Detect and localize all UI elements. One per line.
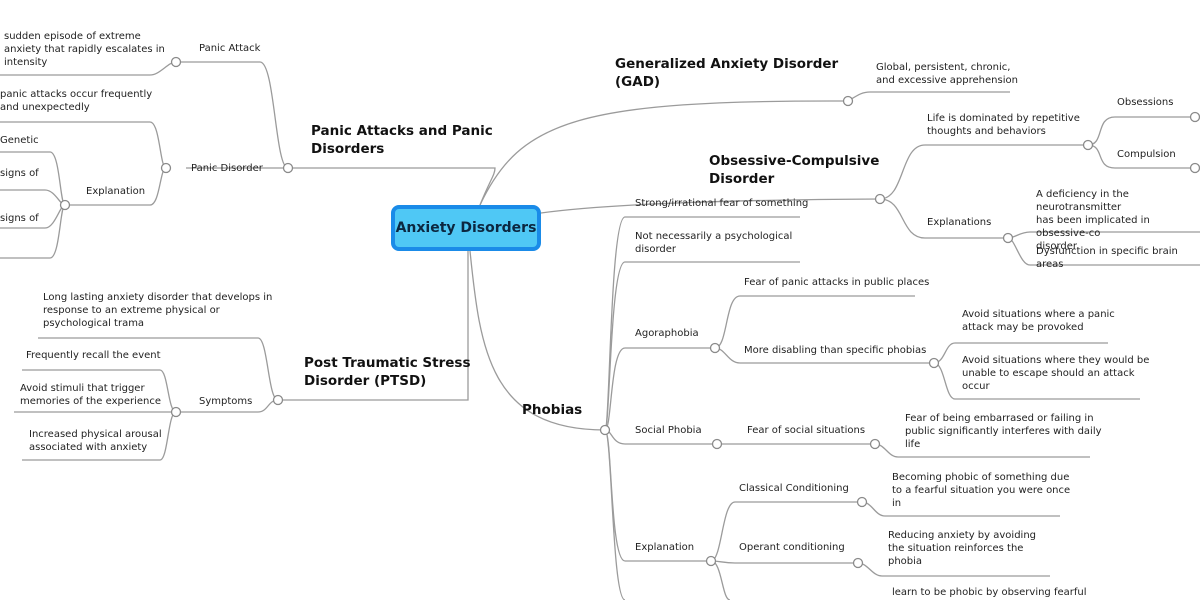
node-dot: [170, 56, 182, 68]
node-dot: [1189, 162, 1200, 174]
panic-attack-desc[interactable]: sudden episode of extreme anxiety that r…: [4, 31, 165, 68]
edge-root-phobias: [469, 250, 606, 431]
node-dot: [705, 555, 717, 567]
node-dot: [928, 357, 940, 369]
agoraphobia-avoid-panic[interactable]: Avoid situations where a panic attack ma…: [962, 309, 1115, 333]
node-dot: [1189, 111, 1200, 123]
operant-desc[interactable]: Reducing anxiety by avoiding the situati…: [888, 530, 1037, 567]
classical-desc[interactable]: Becoming phobic of something due to a fe…: [892, 472, 1071, 509]
node-dot: [160, 162, 172, 174]
phobia-social[interactable]: Social Phobia: [635, 425, 702, 436]
social-fear[interactable]: Fear of social situations: [747, 425, 866, 436]
ocd-compulsion[interactable]: Compulsion: [1117, 149, 1176, 160]
agoraphobia-disabling[interactable]: More disabling than specific phobias: [744, 345, 927, 356]
explanation-classical[interactable]: Classical Conditioning: [739, 483, 849, 494]
ptsd-symptom-recall[interactable]: Frequently recall the event: [26, 350, 161, 361]
root-topic[interactable]: Anxiety Disorders: [391, 205, 541, 251]
branch-ocd[interactable]: Obsessive-Compulsive Disorder: [709, 153, 880, 187]
social-desc[interactable]: Fear of being embarrased or failing in p…: [905, 413, 1102, 450]
node-dot: [170, 406, 182, 418]
node-dot: [282, 162, 294, 174]
node-dot: [1082, 139, 1094, 151]
edge-root-ptsd: [278, 251, 469, 401]
ocd-dysfunction[interactable]: Dysfunction in specific brain areas: [1036, 246, 1178, 270]
agoraphobia-fear[interactable]: Fear of panic attacks in public places: [744, 277, 930, 288]
node-dot: [711, 438, 723, 450]
explanation-observe[interactable]: learn to be phobic by observing fearful: [892, 587, 1087, 598]
ocd-deficiency[interactable]: A deficiency in the neurotransmitter has…: [1036, 189, 1150, 252]
panic-disorder-desc[interactable]: panic attacks occur frequently and unexp…: [0, 89, 153, 113]
edge-root-ocd: [540, 198, 881, 214]
panic-attack[interactable]: Panic Attack: [199, 43, 261, 54]
branch-ptsd[interactable]: Post Traumatic Stress Disorder (PTSD): [304, 355, 471, 389]
node-dot: [842, 95, 854, 107]
agoraphobia-avoid-escape[interactable]: Avoid situations where they would be una…: [962, 355, 1150, 392]
phobia-not-psych[interactable]: Not necessarily a psychological disorder: [635, 231, 793, 255]
node-dot: [852, 557, 864, 569]
ocd-explanations[interactable]: Explanations: [927, 217, 992, 228]
panic-explanation[interactable]: Explanation: [86, 186, 146, 197]
branch-gad[interactable]: Generalized Anxiety Disorder (GAD): [615, 56, 839, 90]
edge-root-panic: [288, 167, 496, 206]
edge-root-gad: [479, 100, 849, 206]
panic-signs-1[interactable]: signs of: [0, 168, 39, 179]
node-dot: [599, 424, 611, 436]
branch-phobias[interactable]: Phobias: [522, 402, 583, 418]
node-dot: [856, 496, 868, 508]
panic-signs-2[interactable]: signs of: [0, 213, 39, 224]
explanation-operant[interactable]: Operant conditioning: [739, 542, 845, 553]
branch-panic[interactable]: Panic Attacks and Panic Disorders: [311, 123, 493, 157]
phobia-explanation[interactable]: Explanation: [635, 542, 695, 553]
phobia-strong-fear[interactable]: Strong/irrational fear of something: [635, 198, 809, 209]
phobia-agoraphobia[interactable]: Agoraphobia: [635, 328, 699, 339]
node-dot: [59, 199, 71, 211]
panic-disorder[interactable]: Panic Disorder: [191, 163, 263, 174]
ocd-repetitive[interactable]: Life is dominated by repetitive thoughts…: [927, 113, 1080, 137]
ptsd-symptoms[interactable]: Symptoms: [199, 396, 253, 407]
ptsd-symptom-avoid[interactable]: Avoid stimuli that trigger memories of t…: [20, 383, 162, 407]
node-dot: [272, 394, 284, 406]
ptsd-description[interactable]: Long lasting anxiety disorder that devel…: [43, 292, 273, 329]
node-dot: [1002, 232, 1014, 244]
ocd-obsessions[interactable]: Obsessions: [1117, 97, 1174, 108]
node-dot: [709, 342, 721, 354]
ptsd-symptom-arousal[interactable]: Increased physical arousal associated wi…: [29, 429, 162, 453]
node-dot: [874, 193, 886, 205]
panic-genetic[interactable]: Genetic: [0, 135, 39, 146]
gad-description[interactable]: Global, persistent, chronic, and excessi…: [876, 62, 1018, 86]
node-dot: [869, 438, 881, 450]
